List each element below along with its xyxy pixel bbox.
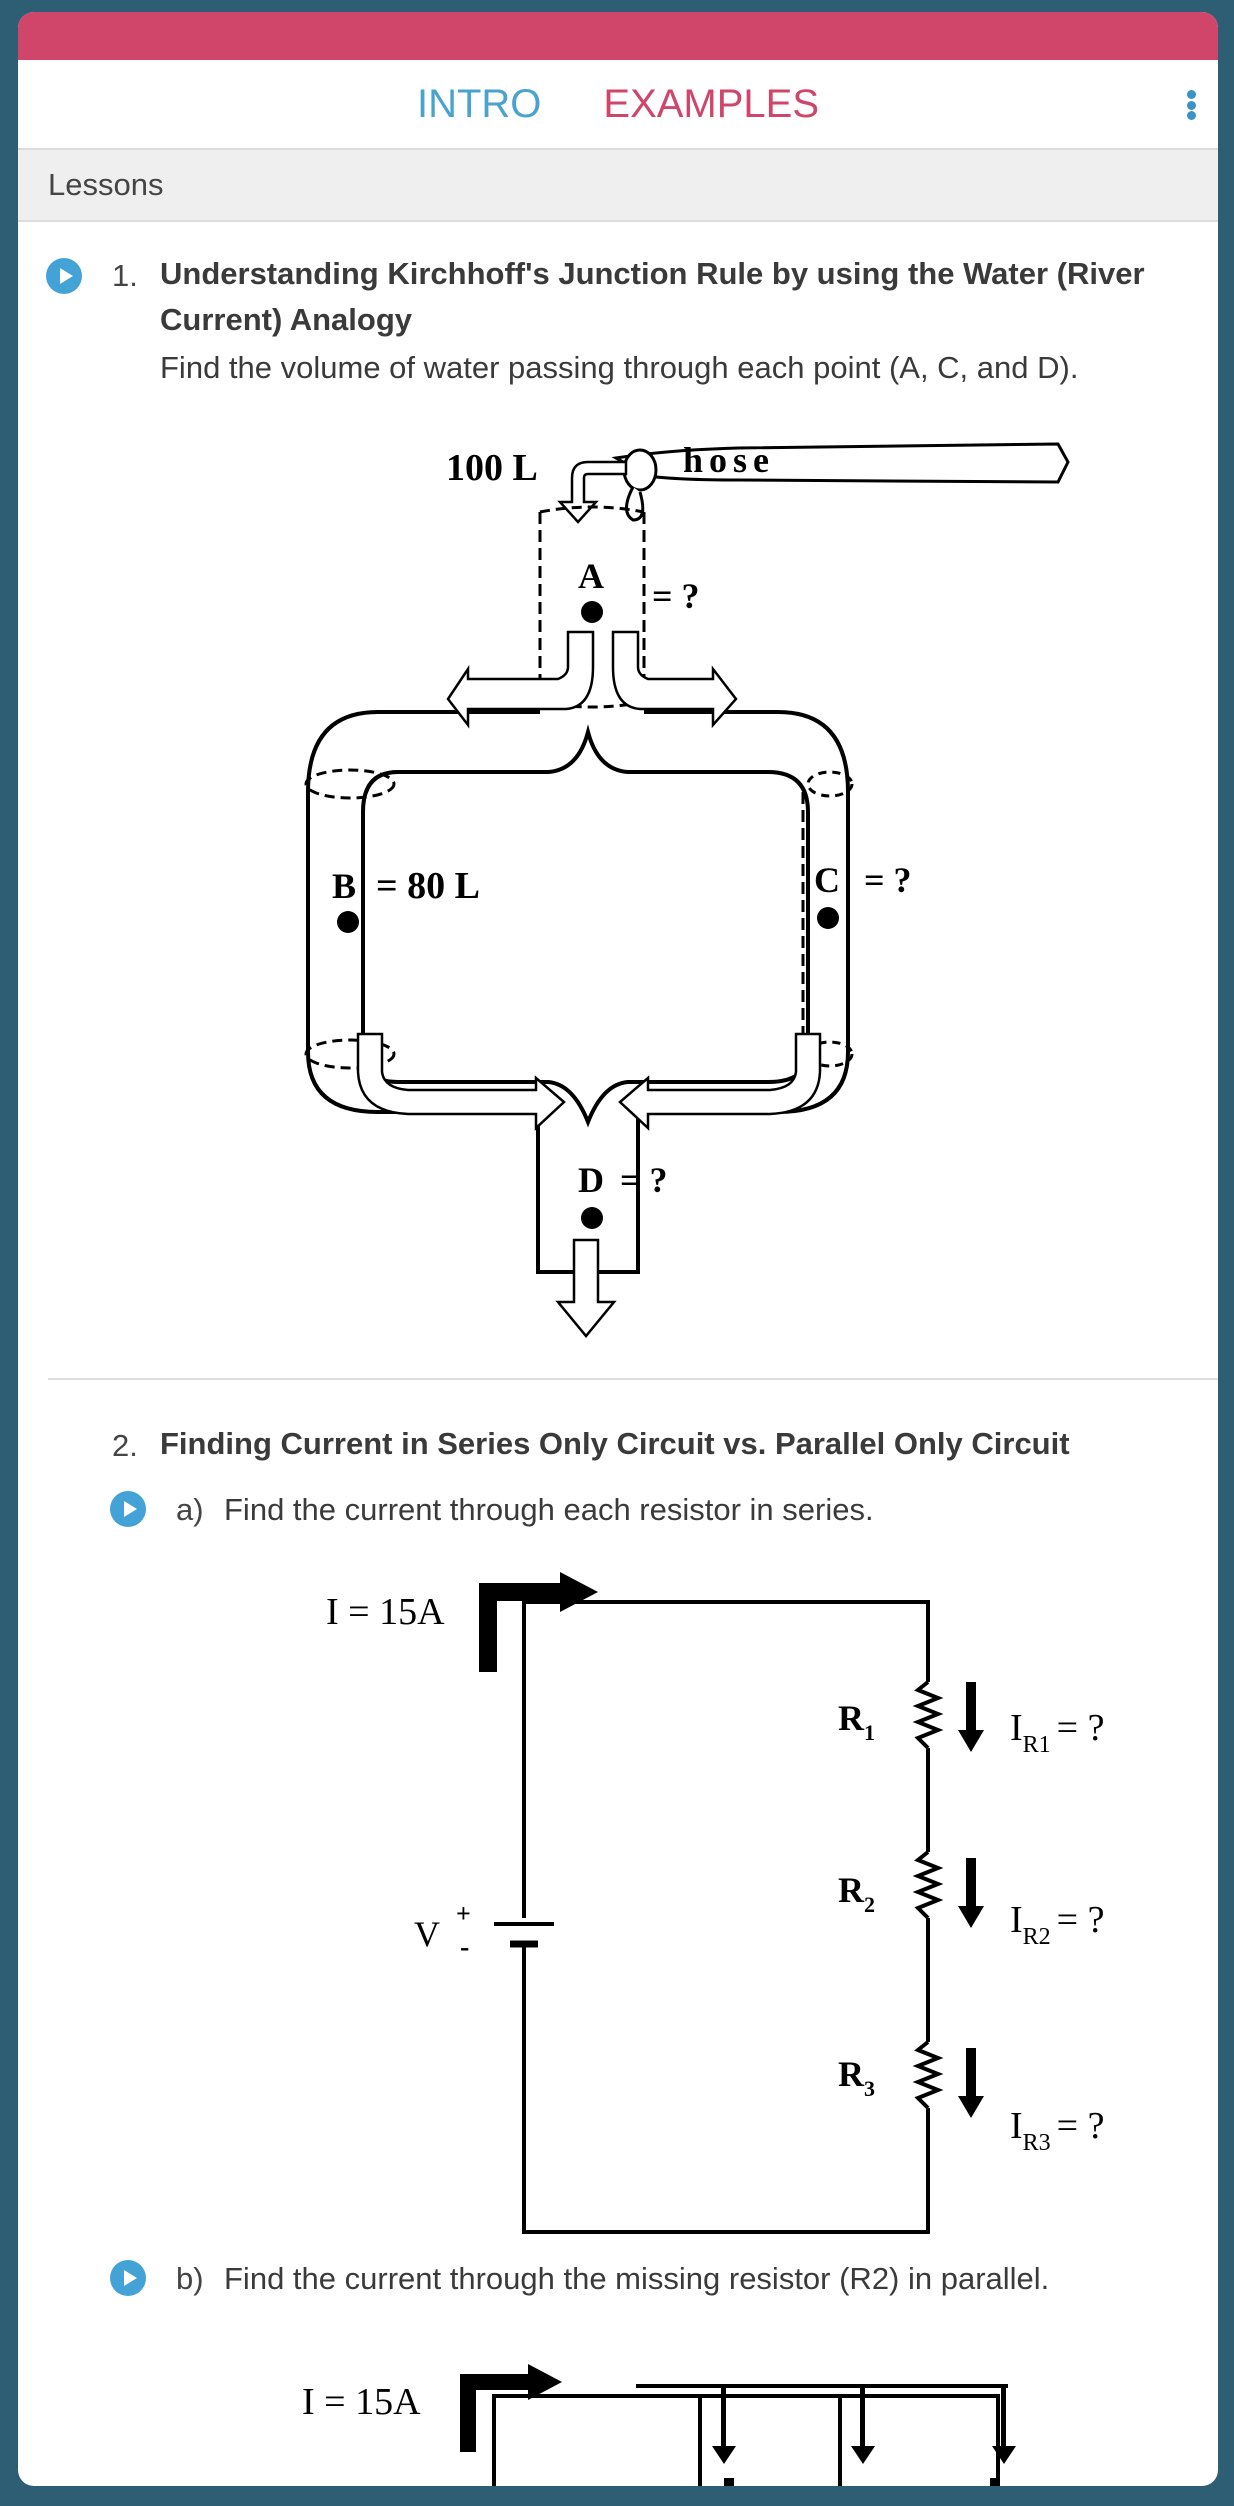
- ir1-label: I: [1010, 1707, 1023, 1749]
- lesson-card: INTRO EXAMPLES Lessons 1. Understanding …: [18, 12, 1218, 2486]
- svg-text:IR1= ?: IR1= ?: [1010, 1707, 1104, 1758]
- r3-label: R: [838, 2054, 865, 2094]
- r1-sub: 1: [864, 1720, 875, 1745]
- point-b-value: = 80 L: [376, 865, 480, 907]
- r2-label: R: [838, 1870, 865, 1910]
- svg-text:R3: R3: [838, 2054, 875, 2101]
- ir2-label: I: [1010, 1899, 1023, 1941]
- ir1-sub: R1: [1023, 1732, 1051, 1758]
- plus-sign: +: [456, 1899, 471, 1928]
- ir2-sub: R2: [1023, 1924, 1051, 1950]
- point-d-value: = ?: [620, 1160, 668, 1200]
- play-part-a-icon[interactable]: [110, 1491, 146, 1527]
- lesson-1-description: Find the volume of water passing through…: [160, 350, 1079, 385]
- part-b-letter: b): [176, 2261, 204, 2296]
- lesson-2-number: 2.: [112, 1428, 138, 1463]
- lesson-1-number: 1.: [112, 258, 138, 293]
- series-current-label: I = 15A: [326, 1591, 445, 1633]
- play-lesson-1-icon[interactable]: [46, 258, 82, 294]
- divider: [48, 1378, 1218, 1380]
- parallel-current-label: I = 15A: [302, 2381, 421, 2423]
- section-header: Lessons: [18, 150, 1218, 222]
- ir2-value: = ?: [1057, 1899, 1105, 1941]
- r2-sub: 2: [864, 1892, 875, 1917]
- svg-text:IR2= ?: IR2= ?: [1010, 1899, 1104, 1950]
- part-a-text: Find the current through each resistor i…: [224, 1492, 874, 1527]
- water-analogy-diagram: 100 L hose A = ? B = 80 L C = ? D = ?: [304, 440, 1070, 1338]
- ir3-sub: R3: [1023, 2130, 1051, 2156]
- series-circuit-diagram: I = 15A V + - R1 R2 R3 IR1= ? IR2= ? IR3…: [326, 1572, 1104, 2234]
- top-bar: [18, 12, 1218, 60]
- point-c-label: C: [814, 860, 840, 900]
- hose-label: hose: [683, 440, 775, 480]
- point-a-label: A: [578, 556, 604, 596]
- point-b-label: B: [332, 866, 356, 906]
- point-d-label: D: [578, 1160, 604, 1200]
- parallel-circuit-diagram: I = 15A: [302, 2364, 1016, 2486]
- voltage-label: V: [414, 1914, 440, 1954]
- svg-text:IR3= ?: IR3= ?: [1010, 2105, 1104, 2156]
- r1-label: R: [838, 1698, 865, 1738]
- point-c-value: = ?: [864, 860, 912, 900]
- tab-bar: INTRO EXAMPLES: [18, 60, 1218, 150]
- part-a-letter: a): [176, 1492, 204, 1527]
- point-a-value: = ?: [652, 576, 700, 616]
- svg-text:R1: R1: [838, 1698, 875, 1745]
- r3-sub: 3: [864, 2076, 875, 2101]
- tab-intro[interactable]: INTRO: [416, 81, 542, 126]
- more-menu-icon[interactable]: [1186, 90, 1196, 120]
- ir3-label: I: [1010, 2105, 1023, 2147]
- lesson-1-title: Understanding Kirchhoff's Junction Rule …: [160, 256, 1145, 337]
- svg-text:R2: R2: [838, 1870, 875, 1917]
- part-b-text: Find the current through the missing res…: [224, 2261, 1050, 2296]
- ir1-value: = ?: [1057, 1707, 1105, 1749]
- ir3-value: = ?: [1057, 2105, 1105, 2147]
- section-title: Lessons: [48, 167, 164, 202]
- tab-examples[interactable]: EXAMPLES: [603, 81, 820, 126]
- play-part-b-icon[interactable]: [110, 2260, 146, 2296]
- minus-sign: -: [460, 1932, 469, 1963]
- lesson-2-title: Finding Current in Series Only Circuit v…: [160, 1426, 1070, 1461]
- inflow-label: 100 L: [446, 447, 538, 489]
